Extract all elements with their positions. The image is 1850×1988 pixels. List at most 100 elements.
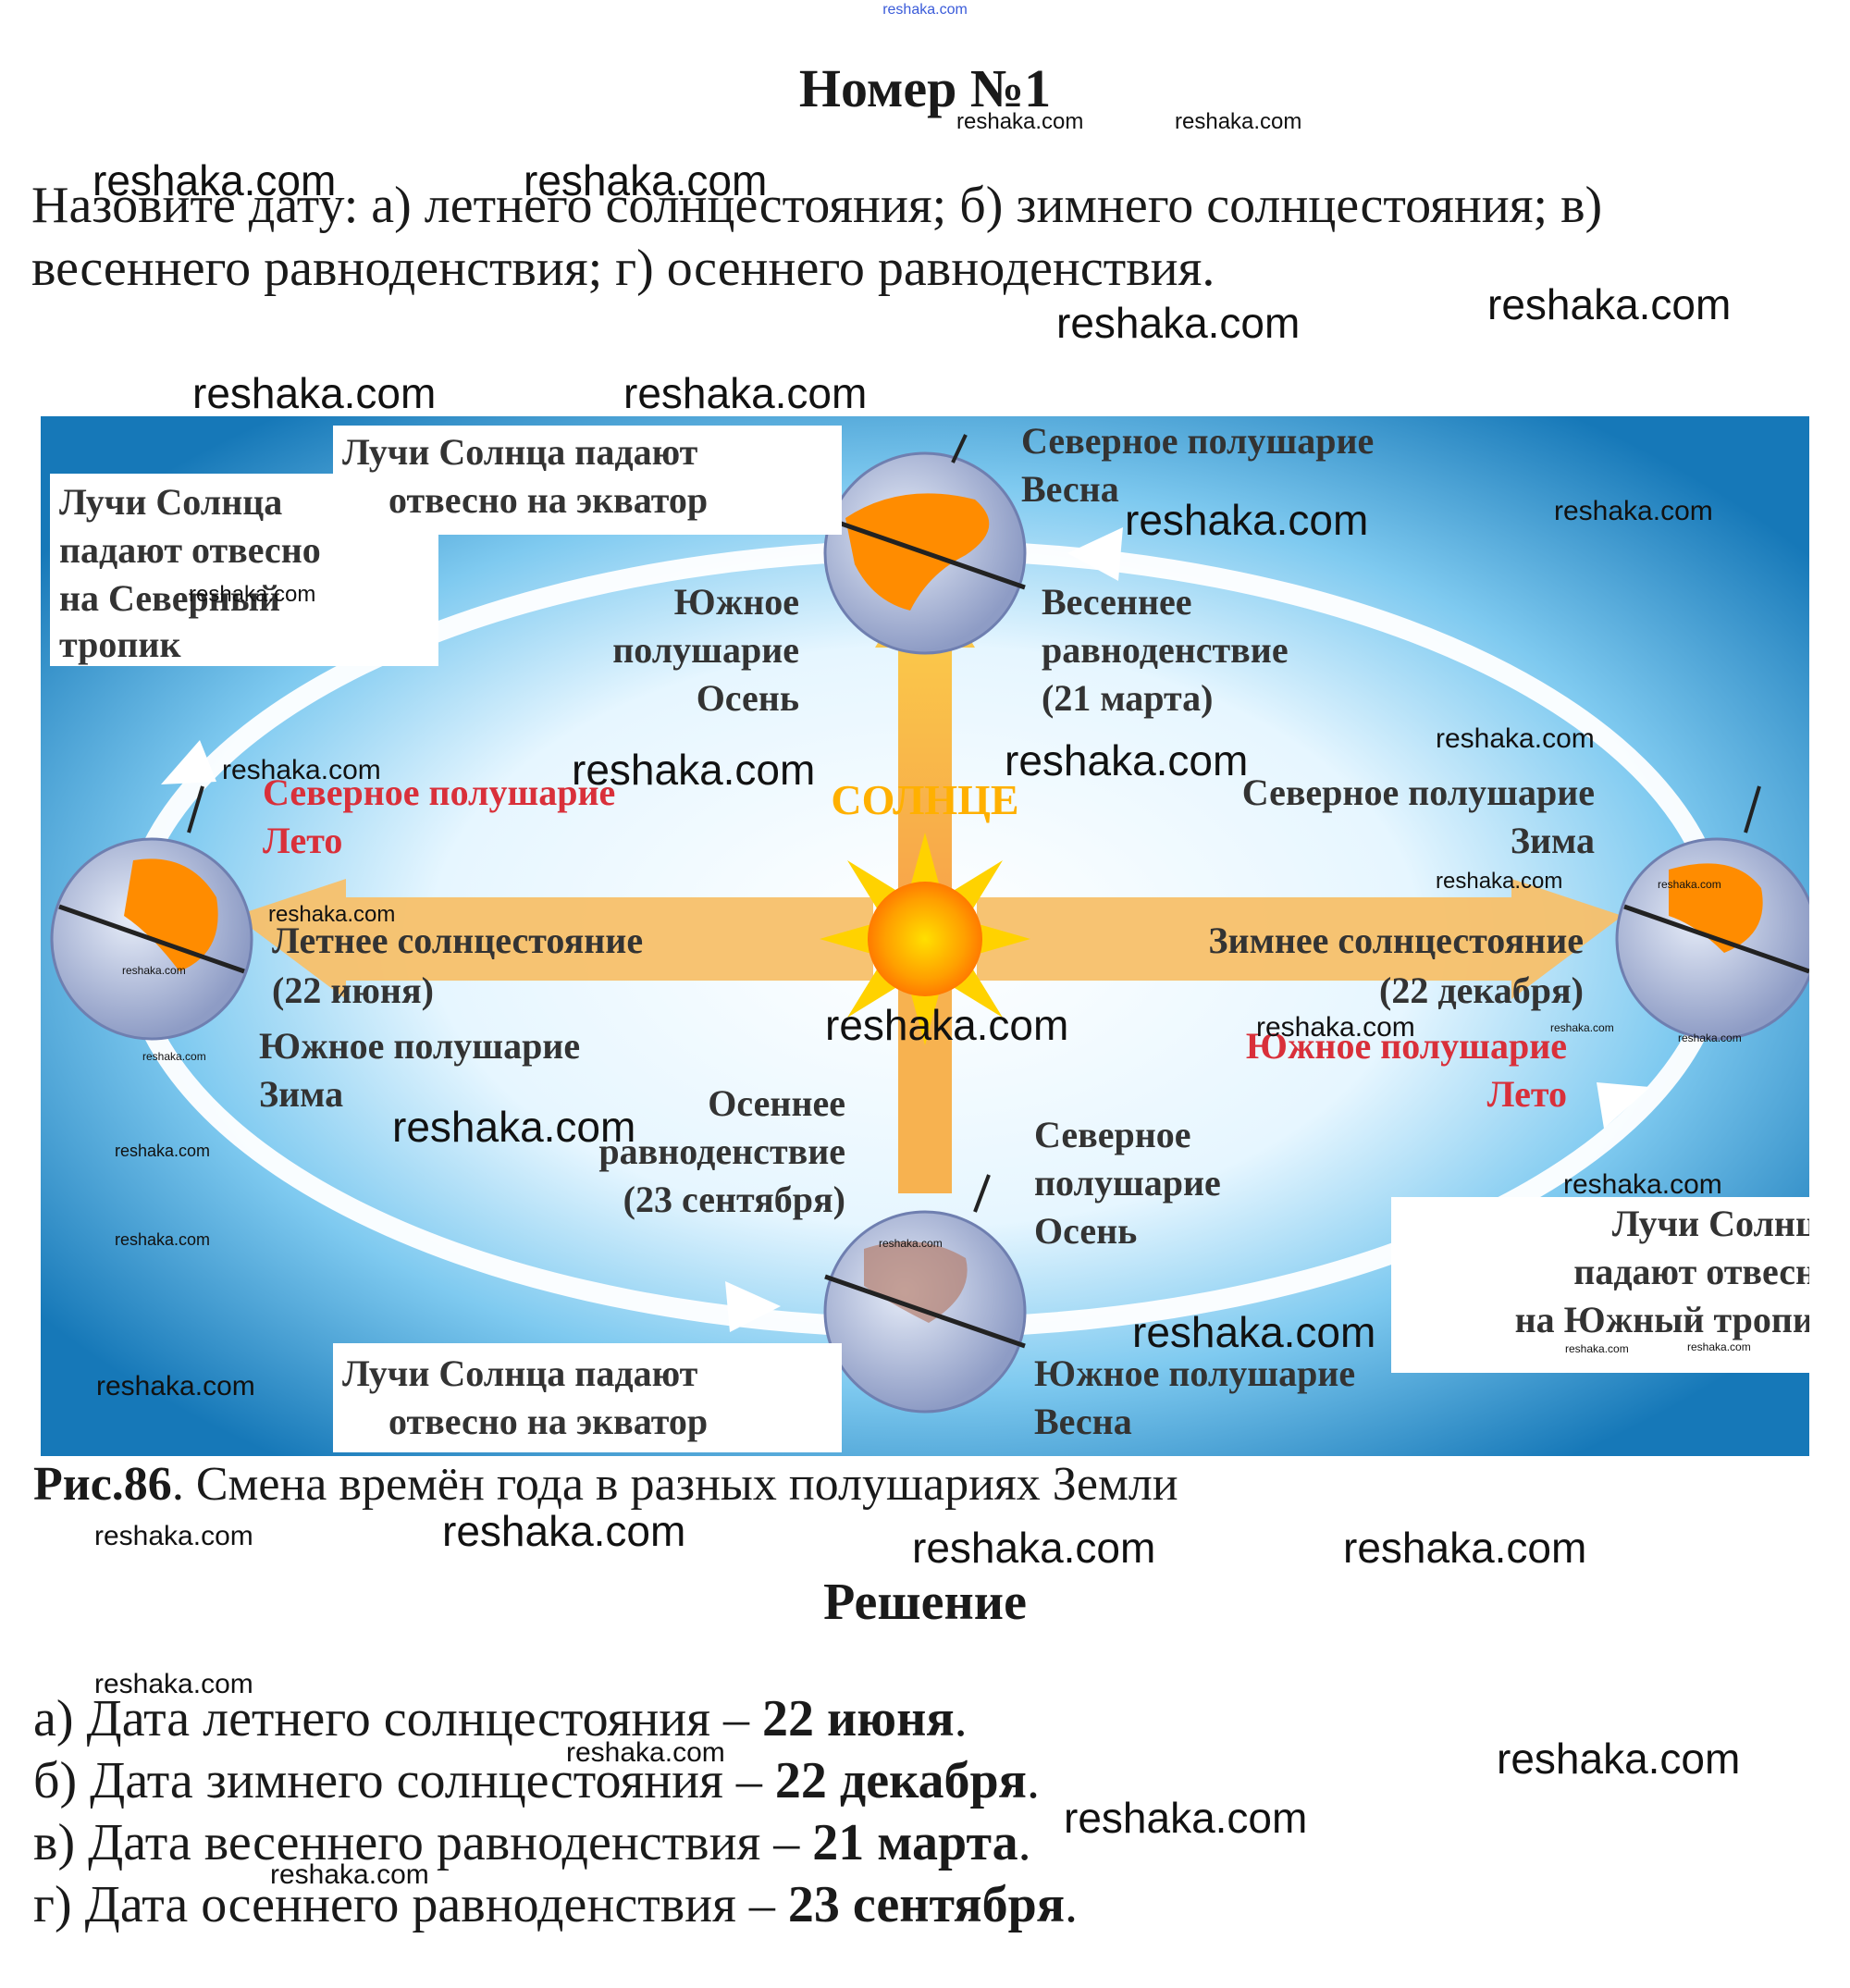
fig-bl-line1: Лучи Солнца падают xyxy=(342,1352,698,1394)
answer-c-suffix: . xyxy=(1018,1814,1031,1871)
globe-bottom xyxy=(823,1174,1027,1414)
fig-summer-line1: Летнее солнцестояние xyxy=(272,920,643,961)
wm-fig-10: reshaka.com xyxy=(268,902,395,927)
wm-fig-24: reshaka.com xyxy=(1687,1340,1751,1353)
watermark: reshaka.com xyxy=(524,156,768,204)
fig-ln-line2: Лето xyxy=(263,820,342,861)
answer-a-value: 22 июня xyxy=(762,1690,955,1747)
answer-a-suffix: . xyxy=(954,1690,968,1747)
wm-fig-22: reshaka.com xyxy=(1132,1308,1375,1356)
wm-fig-15: reshaka.com xyxy=(1678,1031,1742,1044)
wm-fig-2: reshaka.com xyxy=(1554,496,1713,526)
orbit-arrow-right xyxy=(1597,1082,1650,1129)
wm-fig-8: reshaka.com xyxy=(1436,869,1562,894)
page-title: Номер №1 xyxy=(798,58,1052,118)
wm-fig-12: reshaka.com xyxy=(825,1001,1068,1049)
answer-d-text: г) Дата осеннего равноденствия – xyxy=(33,1876,788,1933)
fig-bn-line3: Осень xyxy=(1034,1210,1137,1252)
wm-fig-21: reshaka.com xyxy=(879,1237,943,1250)
task-line-2: весеннего равноденствия; г) осеннего рав… xyxy=(31,240,1215,297)
fig-left-line2: падают отвесно xyxy=(59,529,321,571)
answer-c: в) Дата весеннего равноденствия – 21 мар… xyxy=(33,1813,1031,1872)
wm-fig-20: reshaka.com xyxy=(115,1230,210,1249)
label-box-bottom-right xyxy=(1391,1197,1809,1373)
figure-caption: Рис.86. Смена времён года в разных полуш… xyxy=(33,1457,1178,1512)
fig-ls-line1: Южное полушарие xyxy=(259,1025,580,1067)
answer-c-text: в) Дата весеннего равноденствия – xyxy=(33,1814,813,1871)
fig-summer-line2: (22 июня) xyxy=(272,969,434,1011)
watermark: reshaka.com xyxy=(566,1737,725,1768)
watermark: reshaka.com xyxy=(1064,1794,1308,1842)
answer-b-value: 22 декабря xyxy=(774,1752,1027,1809)
wm-fig-25: reshaka.com xyxy=(96,1371,255,1401)
fig-tr-line2: Весна xyxy=(1021,468,1119,510)
wm-fig-19: reshaka.com xyxy=(1563,1169,1722,1200)
ray-up xyxy=(875,564,975,916)
wm-fig-13: reshaka.com xyxy=(1256,1012,1415,1043)
answer-b-suffix: . xyxy=(1026,1752,1040,1809)
watermark: reshaka.com xyxy=(1487,280,1732,328)
fig-sun-word: СОЛНЦЕ xyxy=(831,776,1018,823)
fig-rs-line2: Лето xyxy=(1487,1073,1567,1115)
orbit-arrow-left xyxy=(161,740,216,784)
solution-title: Решение xyxy=(823,1574,1027,1631)
watermark: reshaka.com xyxy=(192,369,437,417)
watermark: reshaka.com xyxy=(956,109,1084,134)
answer-d: г) Дата осеннего равноденствия – 23 сент… xyxy=(33,1875,1078,1934)
answer-b: б) Дата зимнего солнцестояния – 22 декаб… xyxy=(33,1751,1040,1810)
fig-spring-line1: Весеннее xyxy=(1042,581,1192,623)
fig-autumn-line3: (23 сентября) xyxy=(623,1179,845,1220)
ray-left xyxy=(235,879,873,999)
sun-icon xyxy=(820,833,1030,1045)
fig-br-line2: падают отвесно xyxy=(1573,1251,1809,1292)
fig-rn-line2: Зима xyxy=(1511,820,1595,861)
watermark: reshaka.com xyxy=(1175,109,1302,134)
fig-tls-line2: полушарие xyxy=(612,629,799,671)
watermark: reshaka.com xyxy=(92,156,337,204)
watermark: reshaka.com xyxy=(442,1507,686,1555)
fig-tl-line2: отвесно на экватор xyxy=(388,479,708,521)
fig-ln-line1: Северное полушарие xyxy=(263,772,615,813)
fig-ls-line2: Зима xyxy=(259,1073,343,1115)
wm-fig-14: reshaka.com xyxy=(1550,1021,1614,1034)
fig-tls-line3: Осень xyxy=(697,677,799,719)
top-link[interactable]: reshaka.com xyxy=(882,2,968,18)
wm-fig-23: reshaka.com xyxy=(1565,1342,1629,1355)
wm-fig-18: reshaka.com xyxy=(392,1103,635,1151)
wm-fig-4: reshaka.com xyxy=(222,755,381,785)
watermark: reshaka.com xyxy=(94,1521,253,1551)
task-line-1: Назовите дату: а) летнего солнцестояния;… xyxy=(31,177,1603,234)
fig-spring-line3: (21 марта) xyxy=(1042,677,1213,719)
label-box-bottom-left xyxy=(333,1343,842,1452)
watermark: reshaka.com xyxy=(270,1859,429,1890)
answer-a: а) Дата летнего солнцестояния – 22 июня. xyxy=(33,1689,968,1748)
fig-bs-line2: Весна xyxy=(1034,1401,1132,1442)
wm-fig-11: reshaka.com xyxy=(122,964,186,977)
answer-c-value: 21 марта xyxy=(812,1814,1018,1871)
watermark: reshaka.com xyxy=(1056,299,1301,347)
fig-br-line3: на Южный тропик xyxy=(1515,1299,1809,1340)
wm-fig-1: reshaka.com xyxy=(1125,496,1368,544)
globe-right xyxy=(1615,785,1809,1041)
fig-bs-line1: Южное полушарие xyxy=(1034,1352,1355,1394)
wm-fig-7: reshaka.com xyxy=(1436,723,1595,754)
answer-d-value: 23 сентября xyxy=(787,1876,1066,1933)
fig-tls-line1: Южное xyxy=(674,581,799,623)
fig-winter-line1: Зимнее солнцестояние xyxy=(1208,920,1584,961)
ray-down xyxy=(898,971,952,1193)
answer-a-text: а) Дата летнего солнцестояния – xyxy=(33,1690,763,1747)
fig-tl-line1: Лучи Солнца падают xyxy=(342,431,698,473)
watermark: reshaka.com xyxy=(912,1524,1156,1572)
fig-spring-line2: равноденствие xyxy=(1042,629,1289,671)
answer-b-text: б) Дата зимнего солнцестояния – xyxy=(33,1752,775,1809)
fig-autumn-line1: Осеннее xyxy=(708,1082,845,1124)
caption-label: Рис.86 xyxy=(33,1458,172,1511)
wm-fig-6: reshaka.com xyxy=(1005,736,1248,784)
orbit-arrow-top xyxy=(1067,527,1123,581)
caption-text: . Смена времён года в разных полушариях … xyxy=(171,1458,1178,1511)
fig-left-line4: тропик xyxy=(59,624,181,665)
wm-fig-3: reshaka.com xyxy=(189,582,315,607)
watermark: reshaka.com xyxy=(1343,1524,1587,1572)
watermark: reshaka.com xyxy=(94,1669,253,1699)
globe-top xyxy=(823,434,1027,655)
